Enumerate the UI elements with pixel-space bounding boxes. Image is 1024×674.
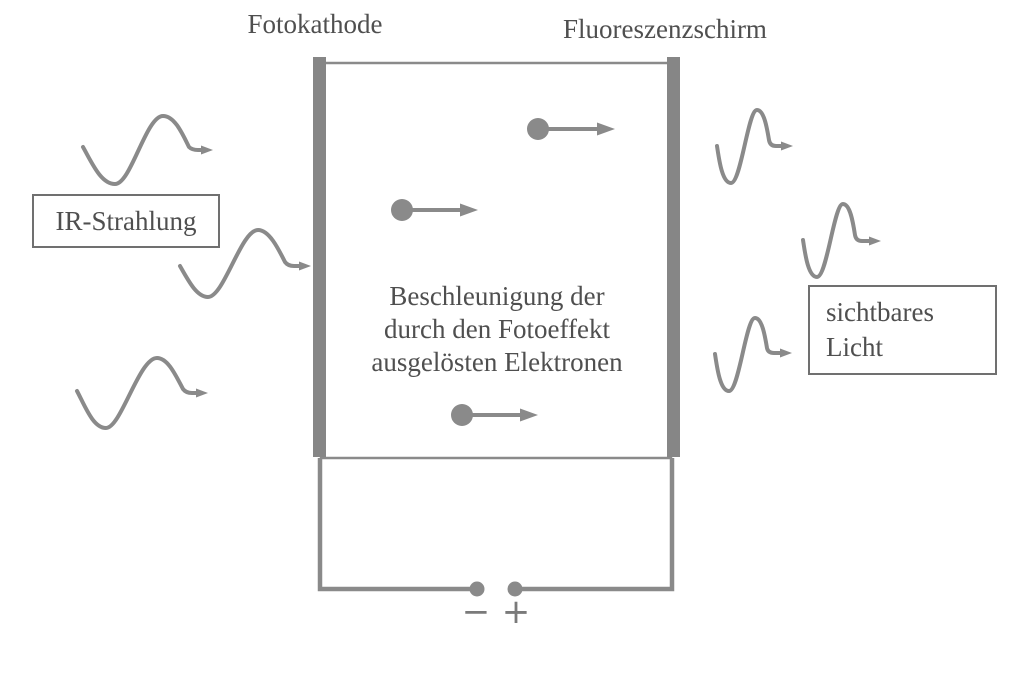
electron-dot [527, 118, 549, 140]
electron [391, 199, 478, 221]
caption-line-2: durch den Fotoeffekt [384, 314, 610, 344]
circuit-wire-left [317, 458, 477, 592]
electron-dot [391, 199, 413, 221]
electron [451, 404, 538, 426]
visible-light-label-line-1: sichtbares [826, 297, 934, 327]
ir-wave-icon [81, 113, 213, 187]
ir-radiation-box: IR-Strahlung [32, 194, 220, 248]
battery-negative-sign: − [461, 592, 491, 632]
ir-wave-icon [75, 355, 208, 431]
caption-line-3: ausgelösten Elektronen [371, 347, 623, 377]
photocathode-label: Fotokathode [247, 9, 383, 39]
battery-positive-sign: + [501, 592, 531, 632]
battery-terminal-positive [507, 581, 523, 597]
visible-light-wave-icon [715, 107, 793, 186]
visible-light-label-line-2: Licht [826, 332, 883, 362]
photocathode-plate [313, 57, 326, 457]
vacuum-tube [319, 61, 673, 460]
acceleration-caption: Beschleunigung der durch den Fotoeffekt … [337, 280, 657, 379]
caption-line-1: Beschleunigung der [389, 281, 605, 311]
visible-light-wave-icon [801, 201, 881, 280]
electron-dot [451, 404, 473, 426]
visible-light-wave-icon [713, 315, 792, 394]
electron [527, 118, 615, 140]
ir-radiation-label: IR-Strahlung [55, 205, 197, 236]
fluorescent-screen-plate [667, 57, 680, 457]
ir-wave-icon [178, 227, 311, 300]
battery-terminal-negative [469, 581, 485, 597]
visible-light-box: sichtbares Licht [808, 285, 997, 375]
fluorescent-screen-label: Fluoreszenzschirm [563, 14, 767, 44]
circuit-wire-right [515, 458, 675, 592]
